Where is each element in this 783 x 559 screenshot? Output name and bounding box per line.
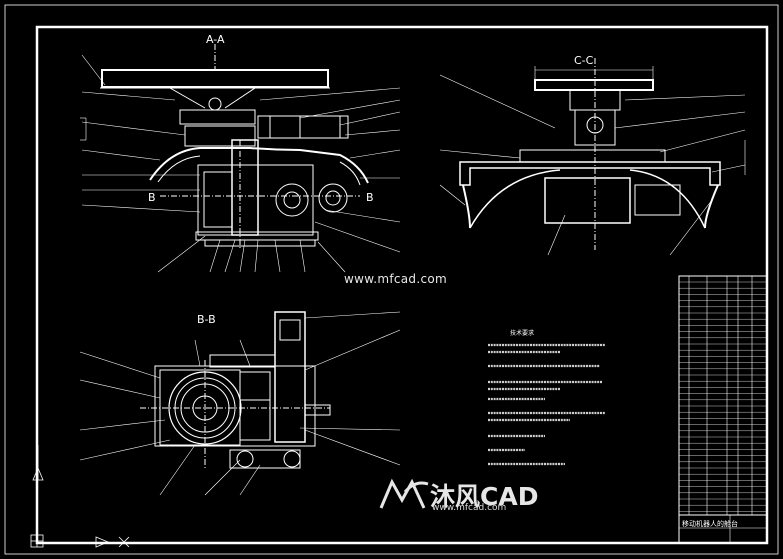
coordinate-icon <box>30 445 130 548</box>
outer-frame <box>4 4 779 555</box>
view-bb-leaders <box>79 311 401 496</box>
view-cc <box>459 58 721 250</box>
watermark-url-mid: www.mfcad.com <box>344 272 447 286</box>
view-aa <box>100 44 369 250</box>
watermark-brand-name: 沐风CAD <box>430 482 539 511</box>
title-block-drawing-name: 移动机器人的舱台 <box>682 520 738 528</box>
view-bb <box>140 311 331 470</box>
technical-notes-lines <box>488 343 605 466</box>
parts-list-table <box>678 275 768 544</box>
watermark-brand-url: www.mfcad.com <box>432 503 507 513</box>
notes-title: 技术要求 <box>510 330 535 337</box>
view-aa-leaders <box>80 54 401 273</box>
mfcad-logo-icon <box>379 478 429 509</box>
section-marker-b-right: B <box>366 191 374 204</box>
section-marker-b-left: B <box>148 191 156 204</box>
view-cc-leaders <box>439 74 746 256</box>
section-label-cc: C-C <box>574 54 594 67</box>
parts-list-rows <box>679 281 767 512</box>
section-label-aa: A-A <box>206 33 225 46</box>
section-label-bb: B-B <box>197 313 216 326</box>
